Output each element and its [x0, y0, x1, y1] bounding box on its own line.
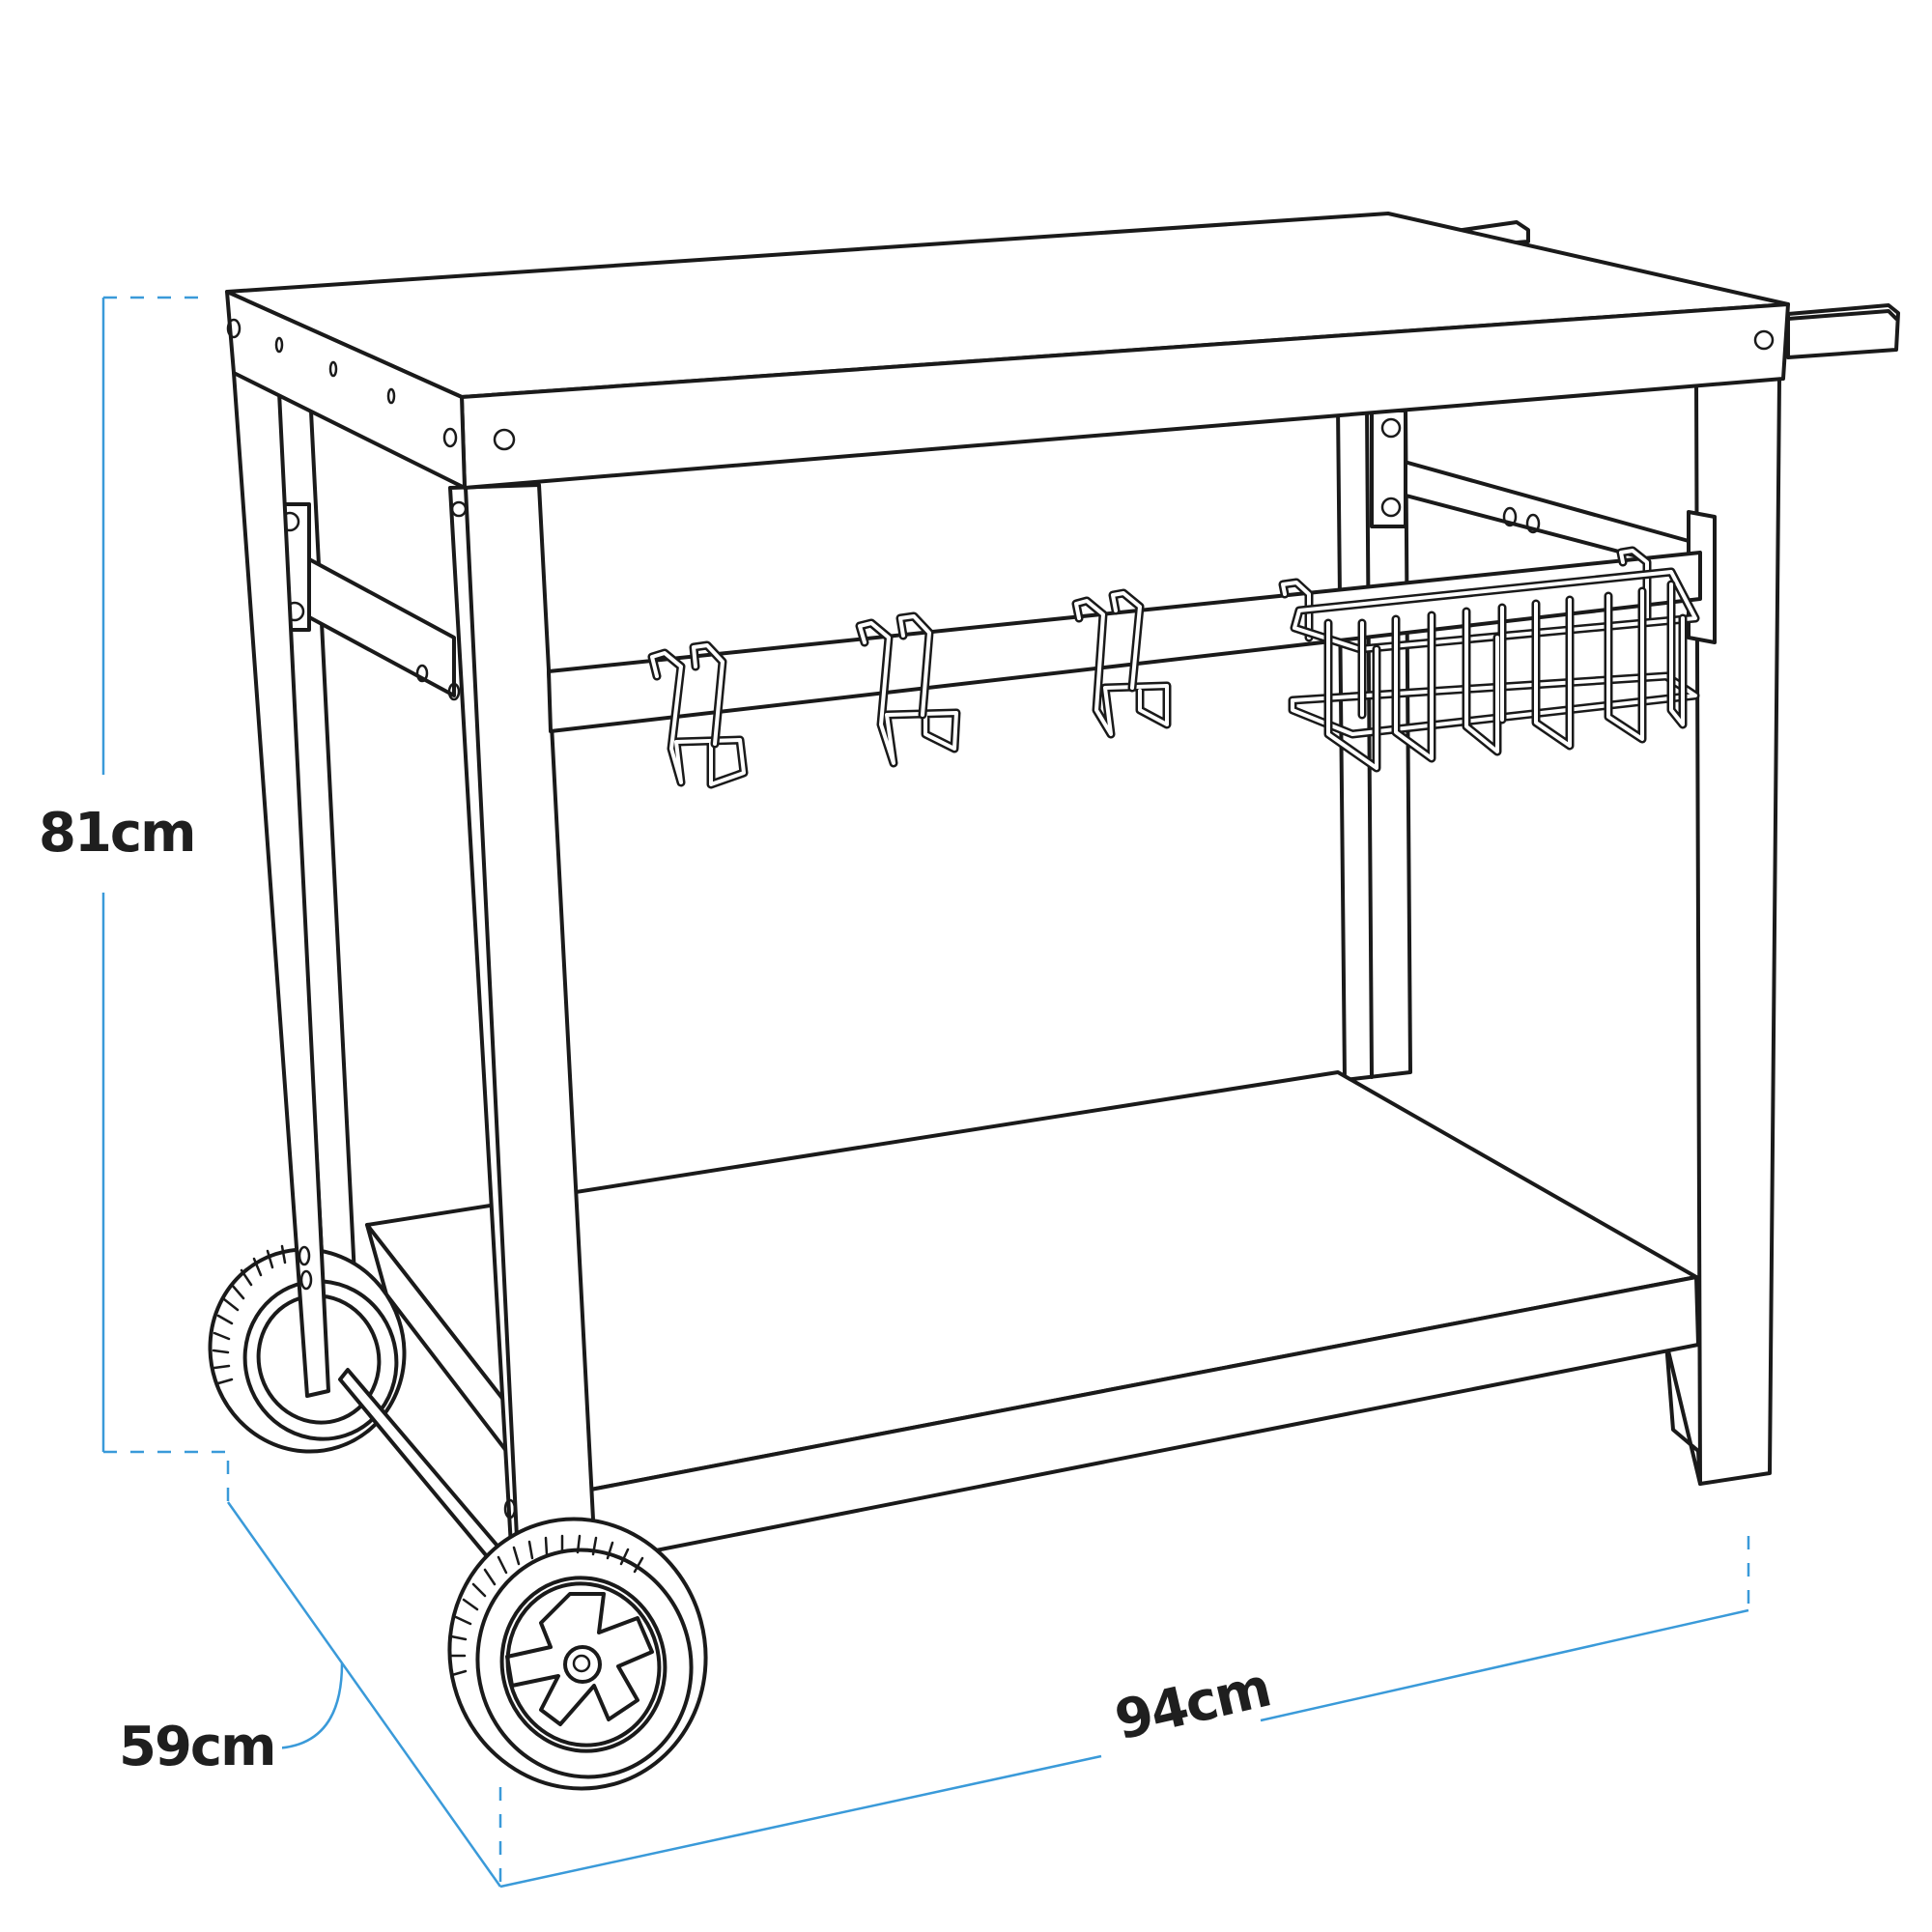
top-shelf-side-edge	[225, 290, 467, 490]
screw-icon	[1753, 329, 1775, 351]
screw-icon	[442, 427, 458, 448]
hex-nut-icon	[415, 664, 429, 683]
hex-nut-icon	[1502, 506, 1518, 527]
dimension-lines	[101, 296, 1750, 1889]
screw-icon	[493, 428, 516, 451]
wheel-spokes	[505, 1592, 654, 1726]
depth-dim-line	[226, 1501, 502, 1888]
tire-tread	[448, 1534, 644, 1677]
hooks	[647, 588, 1172, 789]
wire-basket	[1278, 546, 1700, 773]
slot-hole-icon	[274, 336, 284, 354]
height-dim-bottom-extension	[103, 1450, 230, 1502]
height-dimension-label: 81cm	[31, 807, 203, 861]
back-left-leg-edge	[1365, 404, 1374, 1079]
screw-icon	[450, 500, 468, 518]
screw-icon	[298, 1245, 311, 1266]
depth-dimension-label: 59cm	[111, 1720, 283, 1775]
slot-hole-icon	[386, 387, 396, 405]
hook-2	[855, 611, 961, 768]
front-wheel	[447, 1517, 708, 1791]
screw-icon	[1380, 417, 1402, 439]
screw-icon	[1380, 497, 1402, 518]
hex-nut-icon	[1525, 513, 1541, 534]
screw-icon	[503, 1498, 517, 1520]
hook-3	[1071, 588, 1172, 739]
slot-hole-icon	[328, 360, 338, 378]
screw-icon	[299, 1269, 313, 1291]
screw-icon	[226, 318, 242, 339]
front-right-leg-edge	[464, 486, 520, 1559]
tire-tread	[212, 1242, 299, 1385]
hex-nut-icon	[447, 682, 461, 701]
hook-1	[647, 640, 749, 789]
back-right-leg-side	[1664, 1341, 1702, 1486]
width-dim-line	[499, 1608, 1749, 1889]
